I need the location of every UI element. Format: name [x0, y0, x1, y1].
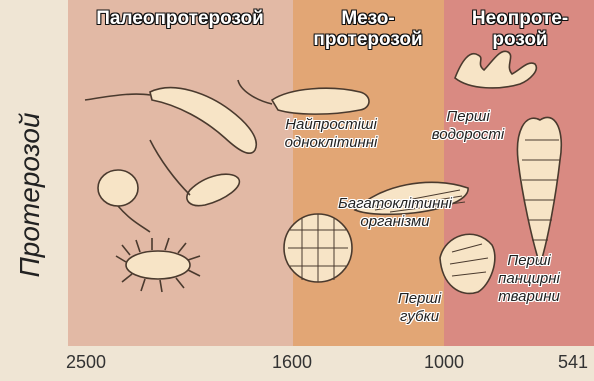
caption-first-sponges: Перші губки	[382, 290, 457, 326]
timeline-tick-2500: 2500	[66, 352, 106, 373]
timeline-tick-1000: 1000	[424, 352, 464, 373]
round-cell-icon	[98, 170, 150, 232]
caption-first-protists: Найпростіші одноклітинні	[266, 116, 396, 152]
caption-multicellular: Багатоклітинні організми	[320, 195, 470, 231]
curved-bacterium-icon	[150, 140, 239, 206]
timeline-tick-1600: 1600	[272, 352, 312, 373]
flagellate-protist-icon	[238, 80, 369, 114]
caption-first-shelled-animals: Перші панцирні тварини	[484, 252, 574, 306]
timeline-tick-541: 541	[558, 352, 588, 373]
algae-icon	[455, 51, 536, 88]
caption-first-algae: Перші водорості	[418, 108, 518, 144]
rod-bacterium-icon	[85, 88, 256, 154]
cone-shell-icon	[517, 117, 561, 265]
hairy-bacterium-icon	[116, 238, 200, 292]
